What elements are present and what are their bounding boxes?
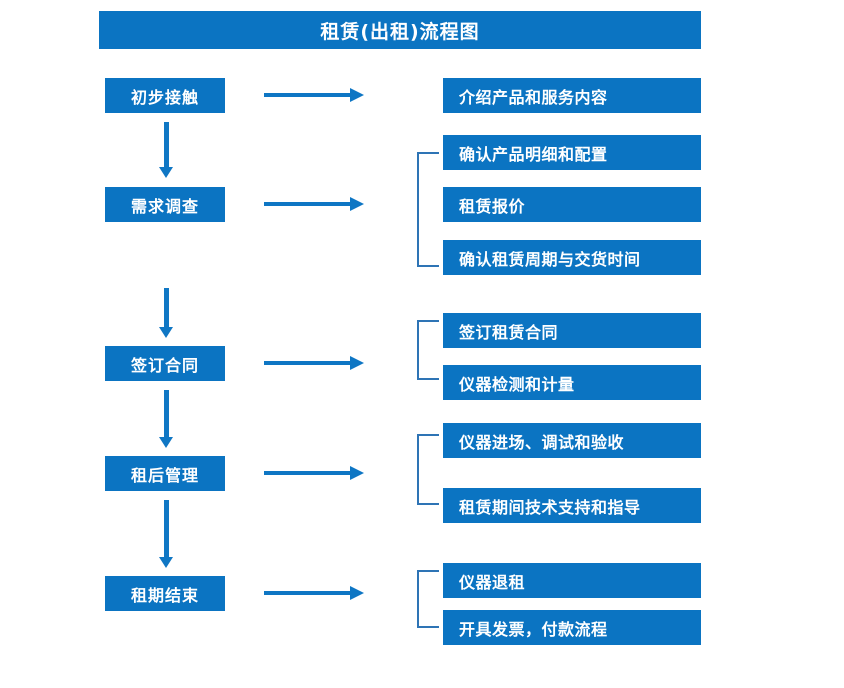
- detail-box-introduce-products-services[interactable]: 介绍产品和服务内容: [443, 78, 701, 113]
- detail-box-sign-rental-contract[interactable]: 签订租赁合同: [443, 313, 701, 348]
- vertical-arrow-management-to-leaseend: [159, 500, 173, 568]
- diagram-title: 租赁(出租)流程图: [99, 11, 701, 49]
- detail-box-confirm-rental-period-delivery[interactable]: 确认租赁周期与交货时间: [443, 240, 701, 275]
- detail-box-technical-support-during-rental[interactable]: 租赁期间技术支持和指导: [443, 488, 701, 523]
- horizontal-arrow-post-rental-management: [264, 466, 364, 480]
- horizontal-arrow-needs-survey: [264, 197, 364, 211]
- stage-box-lease-end[interactable]: 租期结束: [105, 576, 225, 611]
- group-bracket-needs-survey: [417, 152, 439, 267]
- horizontal-arrow-lease-end: [264, 586, 364, 600]
- vertical-arrow-initial-to-needs: [159, 122, 173, 178]
- detail-box-confirm-product-details-config[interactable]: 确认产品明细和配置: [443, 135, 701, 170]
- detail-box-instrument-entry-commissioning-acceptance[interactable]: 仪器进场、调试和验收: [443, 423, 701, 458]
- stage-box-needs-survey[interactable]: 需求调查: [105, 187, 225, 222]
- stage-box-post-rental-management[interactable]: 租后管理: [105, 456, 225, 491]
- group-bracket-sign-contract: [417, 320, 439, 380]
- stage-box-sign-contract[interactable]: 签订合同: [105, 346, 225, 381]
- vertical-arrow-contract-to-management: [159, 390, 173, 448]
- stage-box-initial-contact[interactable]: 初步接触: [105, 78, 225, 113]
- detail-box-instrument-return[interactable]: 仪器退租: [443, 563, 701, 598]
- group-bracket-post-rental-management: [417, 434, 439, 505]
- vertical-arrow-needs-to-contract: [159, 288, 173, 338]
- detail-box-invoice-payment-process[interactable]: 开具发票，付款流程: [443, 610, 701, 645]
- horizontal-arrow-sign-contract: [264, 356, 364, 370]
- group-bracket-lease-end: [417, 570, 439, 628]
- detail-box-rental-quotation[interactable]: 租赁报价: [443, 187, 701, 222]
- detail-box-instrument-inspection-metering[interactable]: 仪器检测和计量: [443, 365, 701, 400]
- horizontal-arrow-initial-contact: [264, 88, 364, 102]
